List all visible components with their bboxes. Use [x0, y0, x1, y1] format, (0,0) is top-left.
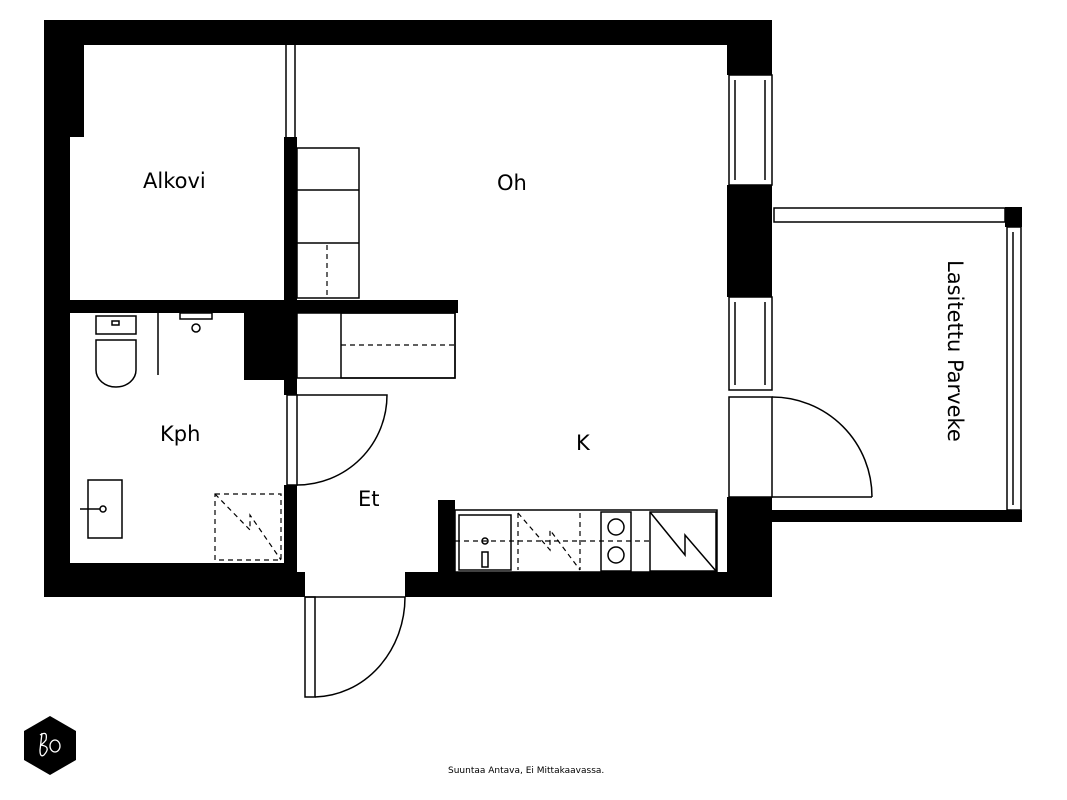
room-label-kph: Kph [160, 422, 200, 446]
logo [24, 716, 76, 775]
windows [285, 45, 773, 498]
bathroom-fixtures [80, 312, 282, 561]
walls [44, 20, 1022, 597]
counter [296, 312, 456, 379]
room-label-oh: Oh [497, 171, 527, 195]
room-label-k: K [576, 431, 591, 455]
doors[interactable] [286, 394, 873, 698]
room-label-parveke: Lasitettu Parveke [943, 260, 967, 442]
kitchen-counter [454, 509, 718, 573]
wardrobe [296, 147, 360, 299]
room-label-alkovi: Alkovi [143, 169, 206, 193]
footer-note: Suuntaa Antava, Ei Mittakaavassa. [448, 766, 605, 776]
balcony-frame [773, 207, 1022, 511]
room-label-et: Et [358, 487, 380, 511]
